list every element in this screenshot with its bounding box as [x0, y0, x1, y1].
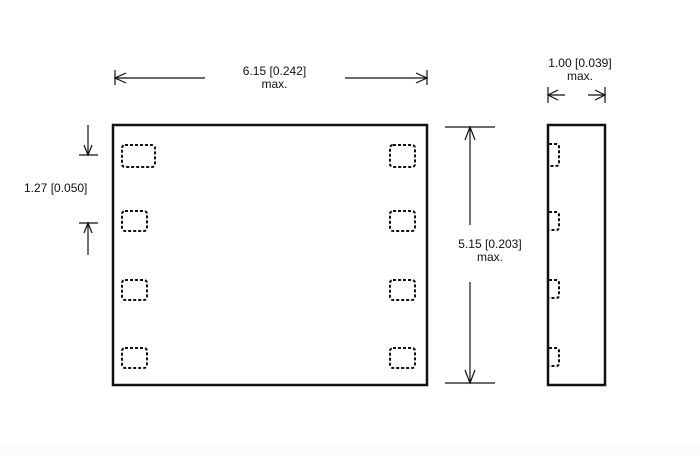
thickness-note: max.	[566, 69, 593, 83]
height-value: 5.15 [0.203]	[458, 237, 522, 251]
width-label: 6.15 [0.242] max.	[222, 65, 327, 91]
left-pads	[121, 144, 156, 369]
side-view-body	[546, 123, 607, 387]
height-note: max.	[476, 250, 503, 264]
height-dimension	[445, 125, 495, 385]
width-note: max.	[261, 77, 288, 91]
pitch-dimension	[79, 125, 98, 255]
pitch-value: 1.27 [0.050]	[24, 181, 88, 195]
width-dimension	[113, 70, 429, 85]
height-label: 5.15 [0.203] max.	[440, 238, 540, 264]
thickness-value: 1.00 [0.039]	[548, 56, 612, 70]
width-value: 6.15 [0.242]	[242, 64, 307, 78]
right-pads	[389, 144, 416, 369]
side-view-pads	[549, 143, 560, 367]
thickness-label: 1.00 [0.039] max.	[530, 57, 630, 83]
pitch-label: 1.27 [0.050]	[24, 182, 114, 195]
top-view-body	[111, 123, 429, 387]
bottom-tint	[0, 440, 700, 456]
thickness-dimension	[546, 87, 607, 103]
